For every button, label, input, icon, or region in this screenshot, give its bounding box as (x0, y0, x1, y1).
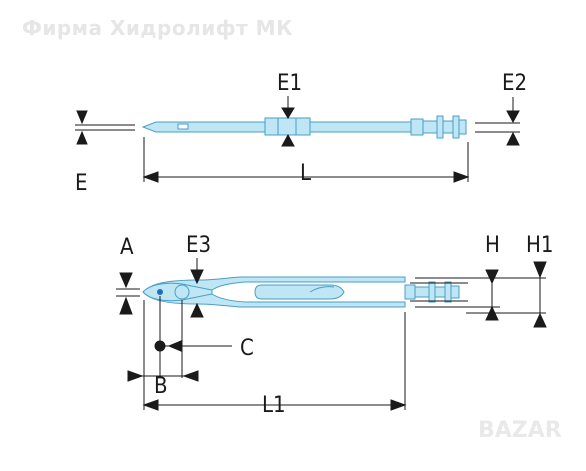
label-e: E (75, 171, 88, 196)
label-h: H (485, 233, 500, 258)
watermark-top: Фирма Хидролифт МК (22, 16, 293, 40)
pivot-dot (157, 289, 163, 295)
bottom-tool (142, 276, 460, 308)
label-h1: H1 (526, 233, 553, 258)
label-e2: E2 (502, 71, 527, 96)
top-tool (141, 115, 467, 139)
label-b: B (154, 374, 168, 399)
label-c: C (240, 336, 254, 361)
watermark-bottom: BAZAR (478, 418, 562, 443)
bottom-dimensions (116, 258, 547, 411)
label-a: A (120, 235, 134, 260)
top-dimensions (75, 96, 520, 183)
label-e1: E1 (277, 71, 302, 96)
label-e3: E3 (186, 233, 211, 258)
label-l: L (300, 161, 311, 186)
label-l1: L1 (262, 393, 286, 418)
